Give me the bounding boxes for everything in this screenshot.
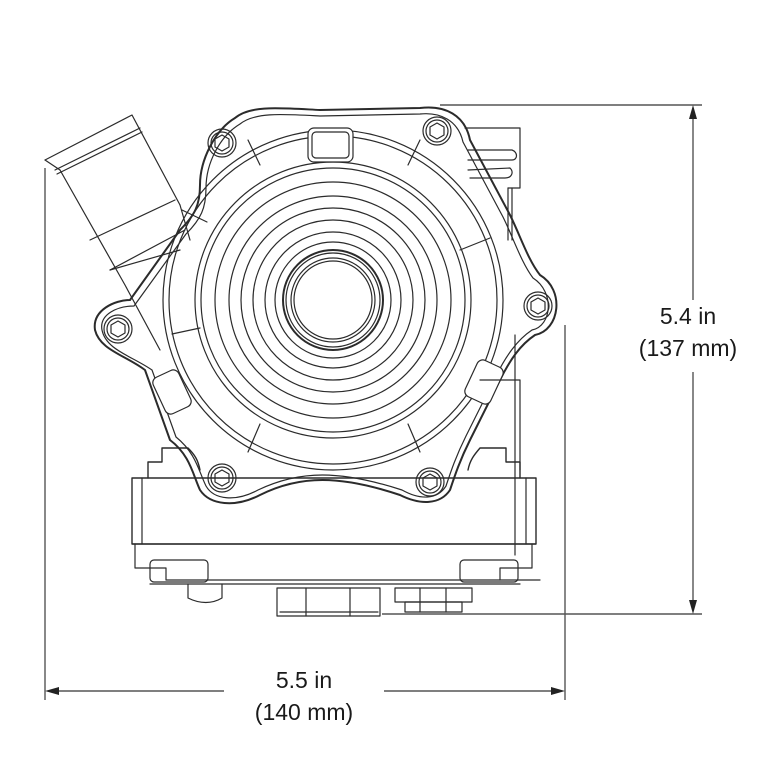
height-imperial: 5.4 in — [659, 303, 717, 329]
hex-socket-bolt-icon — [103, 314, 133, 344]
radial-segments — [171, 139, 491, 453]
arrow-left-icon — [45, 687, 59, 695]
hex-socket-bolt-icon — [523, 291, 553, 321]
volute-rings — [162, 129, 504, 471]
width-imperial: 5.5 in — [275, 667, 333, 693]
dimension-lines — [44, 104, 702, 700]
height-dimension-label: 5.4 in (137 mm) — [608, 300, 768, 364]
height-metric: (137 mm) — [638, 335, 738, 361]
width-dimension-label: 5.5 in (140 mm) — [224, 664, 384, 728]
hex-socket-bolt-icon — [207, 463, 237, 493]
inlet-tube — [44, 114, 245, 560]
hex-socket-bolt-icon — [422, 116, 452, 146]
width-metric: (140 mm) — [254, 699, 354, 725]
hex-socket-bolt-icon — [207, 128, 237, 158]
housing-clips — [152, 127, 504, 415]
arrow-right-icon — [551, 687, 565, 695]
arrow-up-icon — [689, 105, 697, 119]
base-block — [131, 447, 541, 617]
arrow-down-icon — [689, 600, 697, 614]
right-bracket — [464, 127, 521, 556]
hex-socket-bolt-icon — [415, 467, 445, 497]
